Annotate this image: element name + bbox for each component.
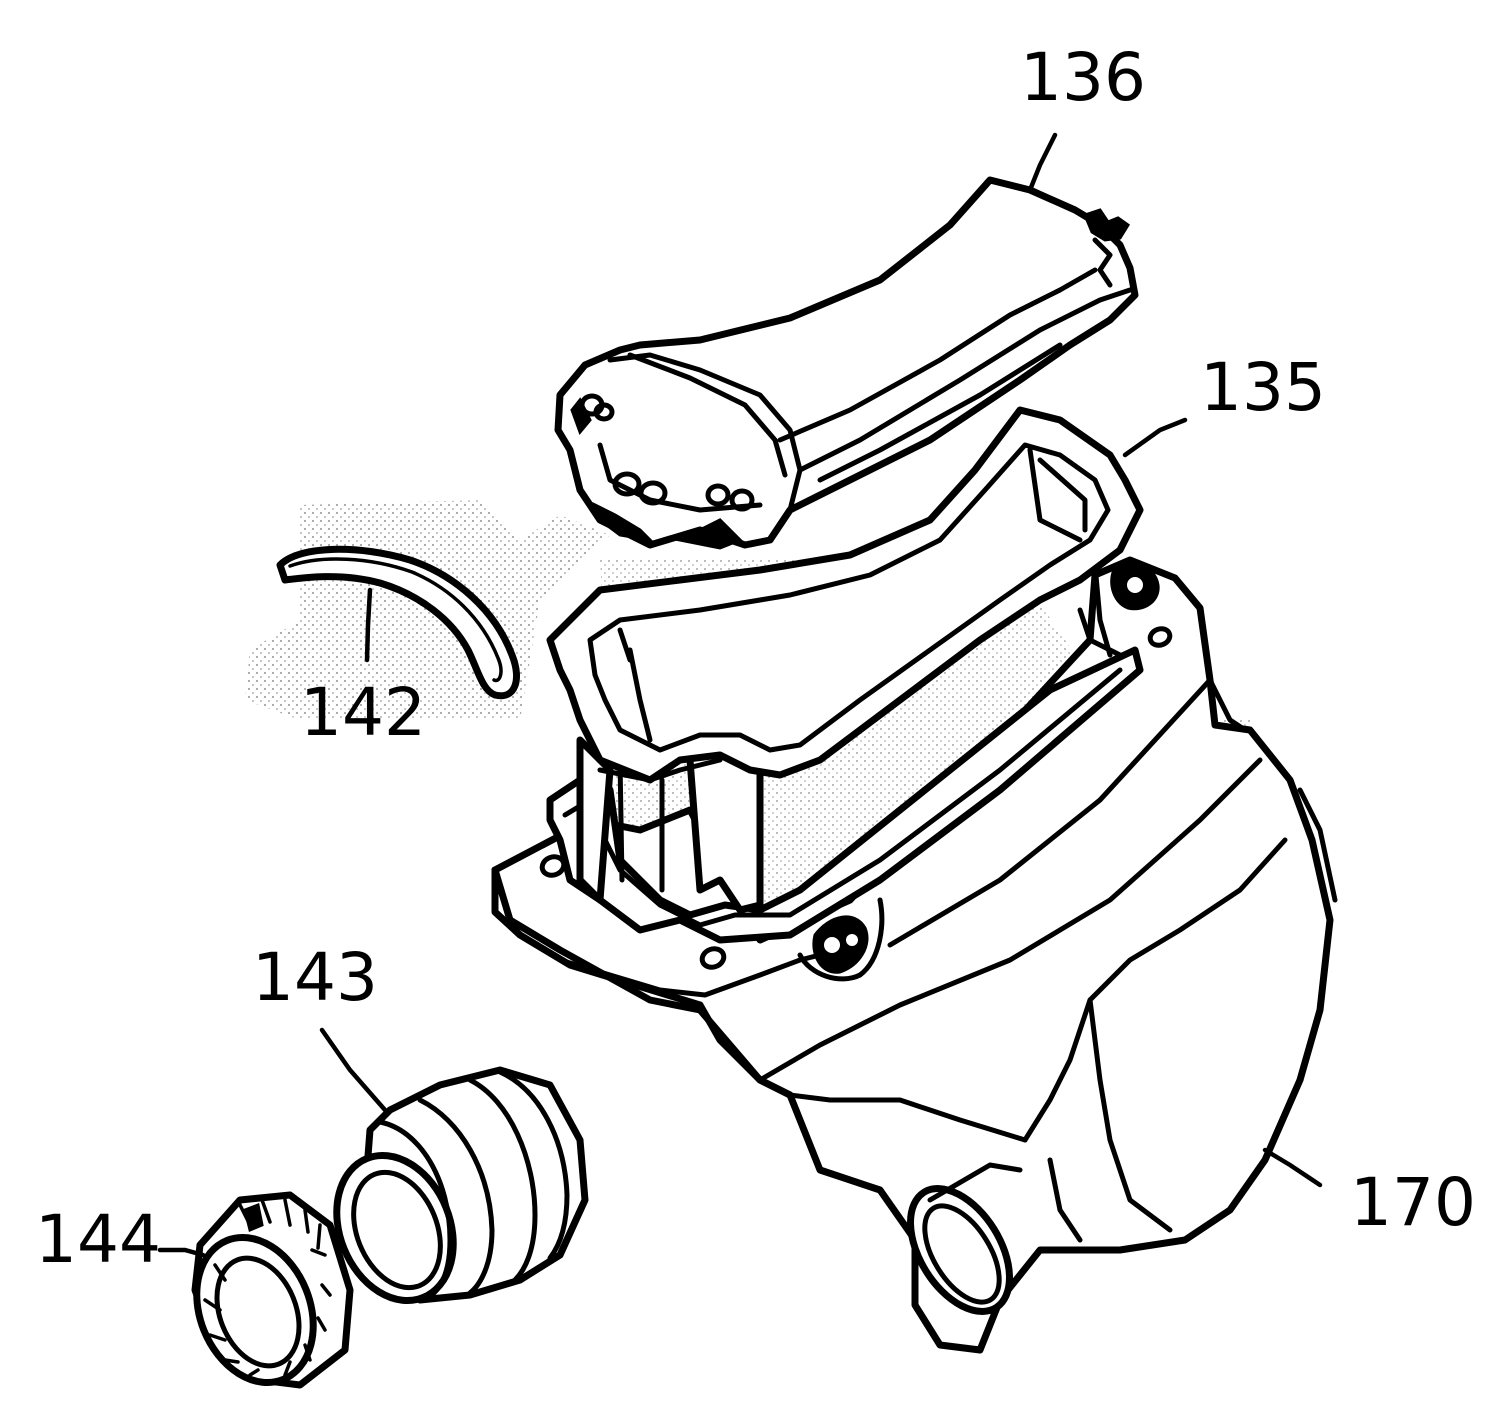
hose-clamp-144 bbox=[191, 1191, 354, 1389]
gasket-135 bbox=[546, 406, 1144, 784]
leader-135 bbox=[1122, 417, 1188, 458]
label-135: 135 bbox=[1200, 349, 1326, 426]
seal-strip-142 bbox=[276, 545, 520, 700]
leader-144 bbox=[157, 1247, 206, 1258]
label-143: 143 bbox=[252, 939, 378, 1016]
label-170: 170 bbox=[1350, 1164, 1476, 1241]
filter-frame bbox=[546, 562, 1144, 944]
label-136: 136 bbox=[1020, 39, 1146, 116]
top-cover-136 bbox=[554, 176, 1139, 550]
leader-142 bbox=[364, 587, 373, 663]
leader-170 bbox=[1262, 1147, 1323, 1188]
leader-lines bbox=[157, 132, 1323, 1258]
air-box-housing bbox=[491, 556, 1338, 1354]
label-144: 144 bbox=[35, 1201, 161, 1278]
leader-143 bbox=[319, 1027, 388, 1113]
label-142: 142 bbox=[300, 674, 426, 751]
hose-coupler-143 bbox=[333, 1066, 589, 1305]
reference-labels: 136 135 142 143 144 170 bbox=[35, 39, 1476, 1278]
leader-136 bbox=[1027, 132, 1058, 193]
